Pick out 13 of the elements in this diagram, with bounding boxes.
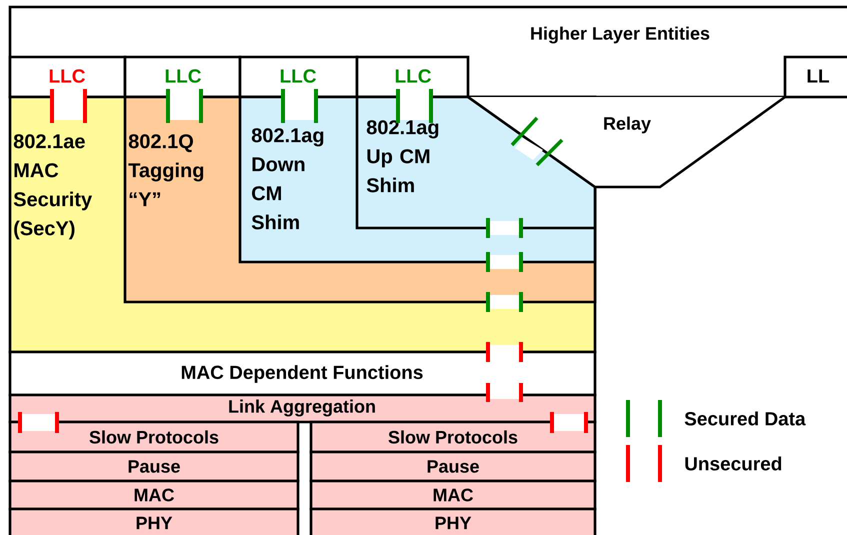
layer-box: Pause bbox=[310, 450, 596, 482]
layer-box: Slow Protocols bbox=[310, 420, 596, 454]
layer-box: Slow Protocols bbox=[8, 420, 300, 454]
layer-box: Link Aggregation bbox=[8, 394, 596, 424]
layer-box: PHY bbox=[8, 508, 300, 535]
llc-box: LL bbox=[784, 56, 847, 98]
layer-box: PHY bbox=[310, 508, 596, 535]
legend-text: Secured Data bbox=[684, 412, 806, 426]
layer-box: MAC bbox=[310, 480, 596, 510]
legend-text: Unsecured bbox=[685, 456, 782, 470]
layer-box: Pause bbox=[8, 450, 300, 482]
layer-box: MAC bbox=[8, 480, 300, 510]
node-label: Relay bbox=[604, 116, 651, 134]
